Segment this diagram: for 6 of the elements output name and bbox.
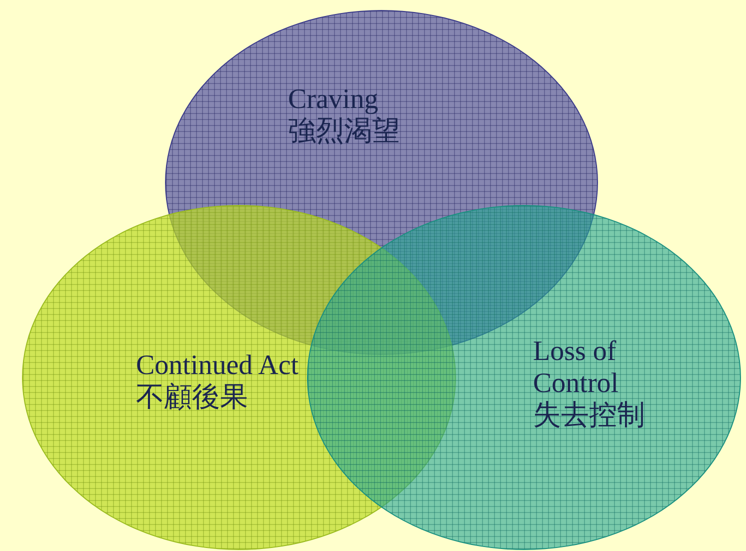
set-label: Continued Act <box>136 350 300 382</box>
set-label: 失去控制 <box>533 400 646 432</box>
set-label: Loss of Control <box>533 336 620 400</box>
set-label: 強烈渴望 <box>288 116 401 148</box>
set-label: Craving <box>288 84 380 116</box>
set-label: 不顧後果 <box>136 382 249 414</box>
